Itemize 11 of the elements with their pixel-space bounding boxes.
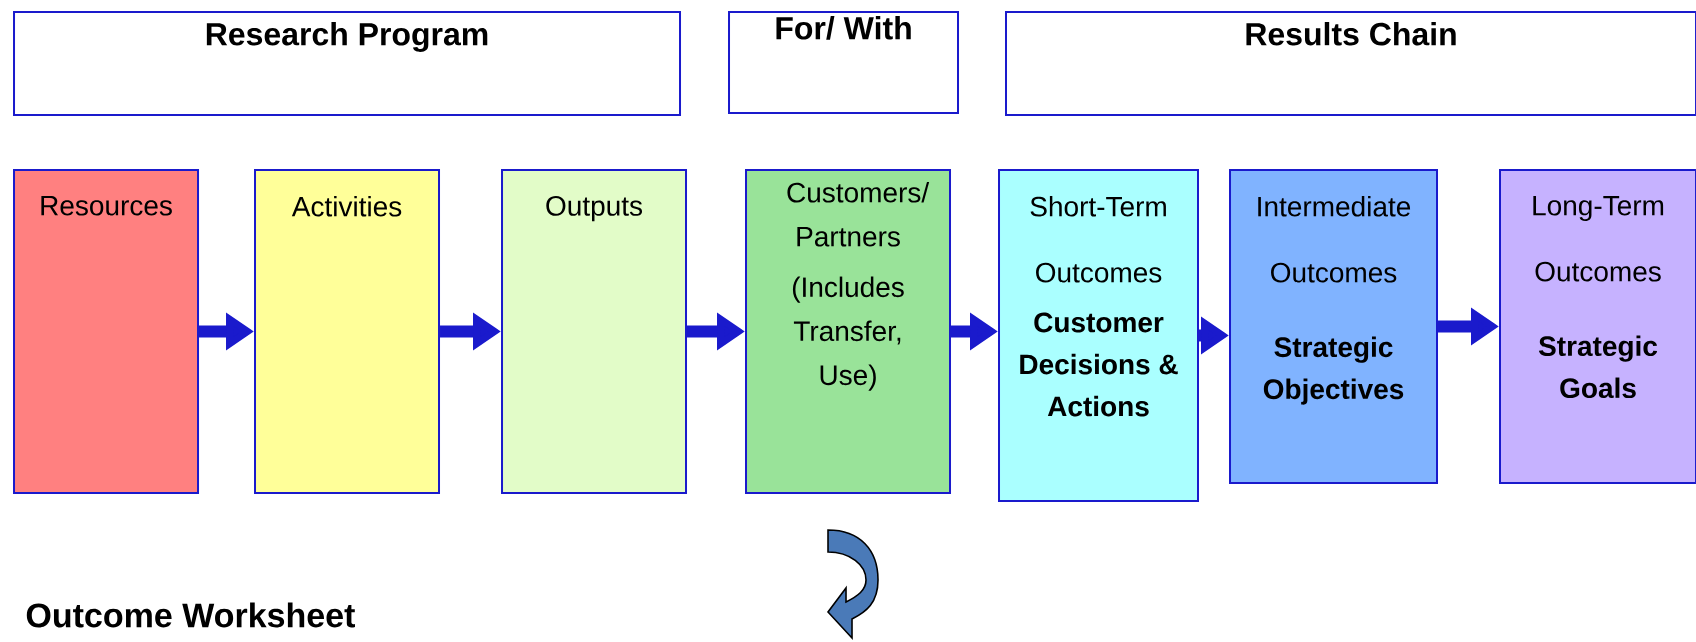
process-box: Activities xyxy=(254,169,440,494)
process-box: Outputs xyxy=(501,169,687,494)
header-box: Results Chain xyxy=(1005,11,1696,116)
header-box: For/ With xyxy=(728,11,959,114)
process-box: Resources xyxy=(13,169,199,494)
worksheet-title: Outcome Worksheet xyxy=(26,602,355,628)
header-box: Research Program xyxy=(13,11,681,116)
process-box: Short-Term Outcomes Customer Decisions & Actions xyxy=(998,169,1199,502)
process-box: Long-Term Outcomes Strategic Goals xyxy=(1499,169,1696,484)
process-box: Intermediate Outcomes Strategic Objectives xyxy=(1229,169,1438,484)
process-box: Customers/ Partners (Includes Transfer, Use) xyxy=(745,169,951,494)
